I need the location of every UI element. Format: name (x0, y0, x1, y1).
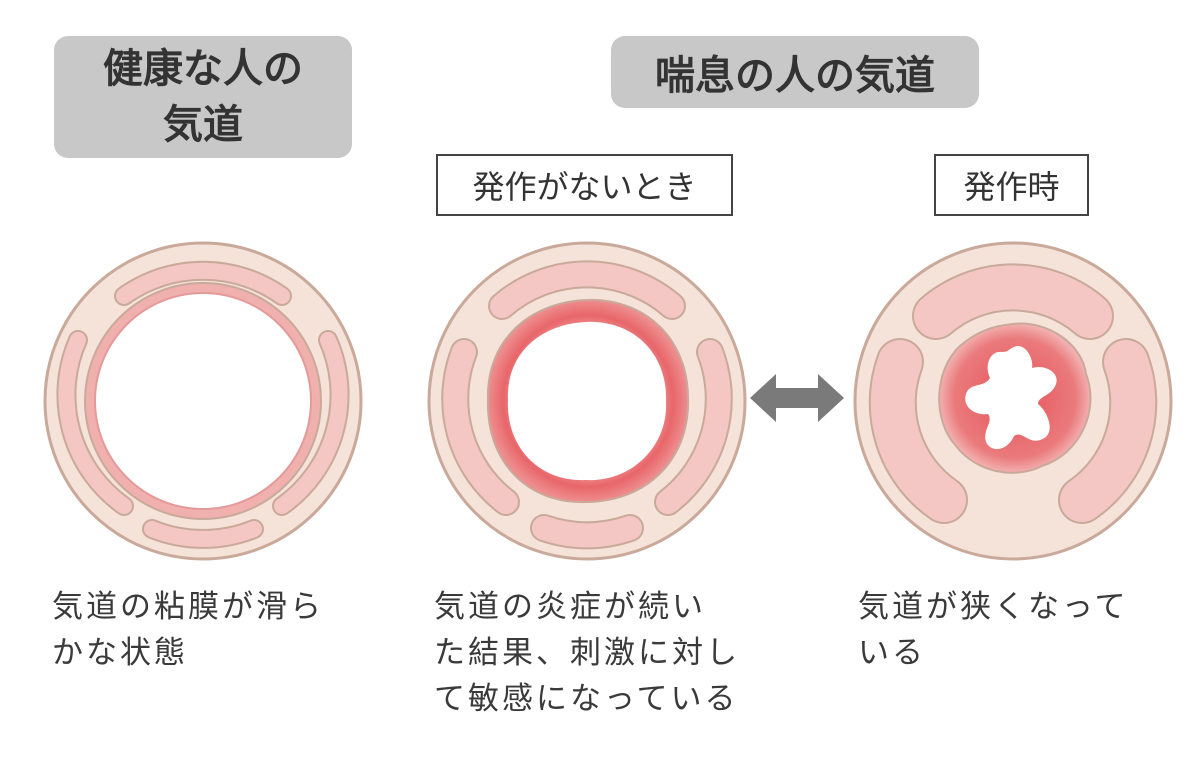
constricted-lumen (965, 346, 1057, 450)
muscle-arcs (58, 262, 348, 547)
asthma-attack-diagram (853, 241, 1173, 561)
caption-healthy: 気道の粘膜が滑ら かな状態 (52, 584, 372, 676)
lumen (94, 292, 312, 510)
caption-no-attack-line-1: 気道の炎症が続い (434, 589, 706, 625)
lumen (507, 321, 667, 481)
header-healthy-line-1: 健康な人の (103, 46, 303, 92)
subheader-no-attack-label: 発作がないとき (472, 168, 697, 206)
muscle-arcs (443, 262, 731, 548)
caption-healthy-line-1: 気道の粘膜が滑ら (52, 589, 324, 625)
healthy-airway-diagram (43, 241, 363, 561)
caption-attack-line-2: いる (858, 635, 926, 671)
header-asthma-airway: 喘息の人の気道 (611, 36, 979, 108)
subheader-no-attack: 発作がないとき (436, 154, 733, 216)
asthma-no-attack-diagram (427, 241, 747, 561)
header-asthma-label: 喘息の人の気道 (655, 53, 935, 99)
caption-no-attack-line-2: た結果、刺激に対し (434, 635, 740, 671)
header-healthy-line-2: 気道 (163, 102, 243, 148)
subheader-attack-label: 発作時 (963, 168, 1060, 206)
caption-healthy-line-2: かな状態 (52, 635, 188, 671)
double-arrow-icon (750, 374, 844, 422)
muscle-arcs (870, 265, 1156, 522)
caption-no-attack: 気道の炎症が続い た結果、刺激に対し て敏感になっている (434, 584, 764, 722)
header-healthy-airway: 健康な人の 気道 (54, 36, 352, 158)
caption-no-attack-line-3: て敏感になっている (434, 681, 739, 717)
caption-attack: 気道が狭くなって いる (858, 584, 1178, 676)
caption-attack-line-1: 気道が狭くなって (858, 589, 1129, 625)
subheader-attack: 発作時 (934, 154, 1089, 216)
